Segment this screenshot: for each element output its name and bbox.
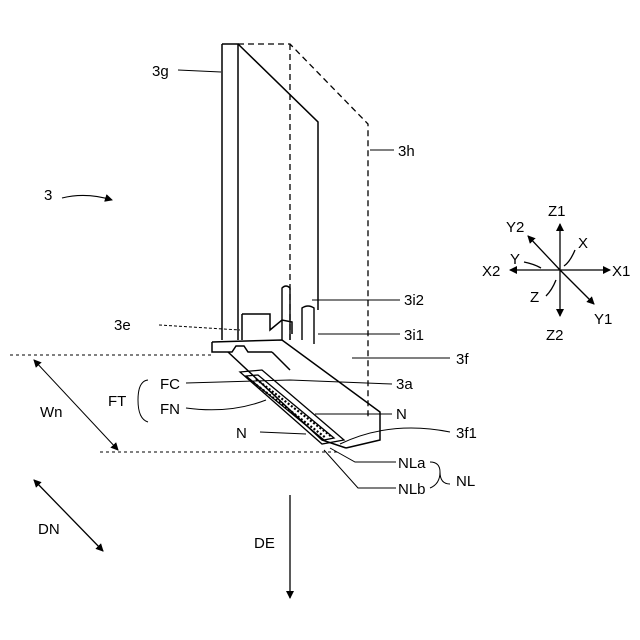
label-N-left: N bbox=[236, 425, 247, 442]
label-NLa: NLa bbox=[398, 455, 426, 472]
reference-labels: 3 3g 3h 3e 3i2 3i1 3f 3a 3f1 FT FC FN N … bbox=[38, 63, 477, 552]
label-FC: FC bbox=[160, 376, 180, 393]
label-3e: 3e bbox=[114, 317, 131, 334]
label-DN: DN bbox=[38, 521, 60, 538]
label-Wn: Wn bbox=[40, 404, 63, 421]
label-3f1: 3f1 bbox=[456, 425, 477, 442]
plate-3g bbox=[222, 44, 318, 340]
label-3i1: 3i1 bbox=[404, 327, 424, 344]
axis-Y1: Y1 bbox=[594, 311, 612, 328]
label-3i2: 3i2 bbox=[404, 292, 424, 309]
axis-X1: X1 bbox=[612, 263, 630, 280]
posts-3i bbox=[282, 286, 314, 344]
label-NL: NL bbox=[456, 473, 475, 490]
DN-arrow bbox=[34, 480, 103, 551]
label-DE: DE bbox=[254, 535, 275, 552]
label-3a: 3a bbox=[396, 376, 413, 393]
label-FN: FN bbox=[160, 401, 180, 418]
axis-Z: Z bbox=[530, 289, 539, 306]
axis-labels: Z1 Z2 Y2 Y1 X1 X2 X Y Z bbox=[482, 203, 630, 344]
ref-3-arrow bbox=[62, 195, 112, 200]
label-3f: 3f bbox=[456, 351, 469, 368]
leader-lines bbox=[138, 70, 450, 488]
coordinate-axes bbox=[510, 224, 610, 316]
axis-Z2: Z2 bbox=[546, 327, 564, 344]
label-N-right: N bbox=[396, 406, 407, 423]
label-NLb: NLb bbox=[398, 481, 426, 498]
housing-3h-dashed bbox=[238, 44, 368, 420]
axis-Y: Y bbox=[510, 251, 520, 268]
label-3h: 3h bbox=[398, 143, 415, 160]
label-3: 3 bbox=[44, 187, 52, 204]
label-3g: 3g bbox=[152, 63, 169, 80]
axis-Y2: Y2 bbox=[506, 219, 524, 236]
axis-X2: X2 bbox=[482, 263, 500, 280]
axis-X: X bbox=[578, 235, 588, 252]
axis-Z1: Z1 bbox=[548, 203, 566, 220]
label-FT: FT bbox=[108, 393, 126, 410]
